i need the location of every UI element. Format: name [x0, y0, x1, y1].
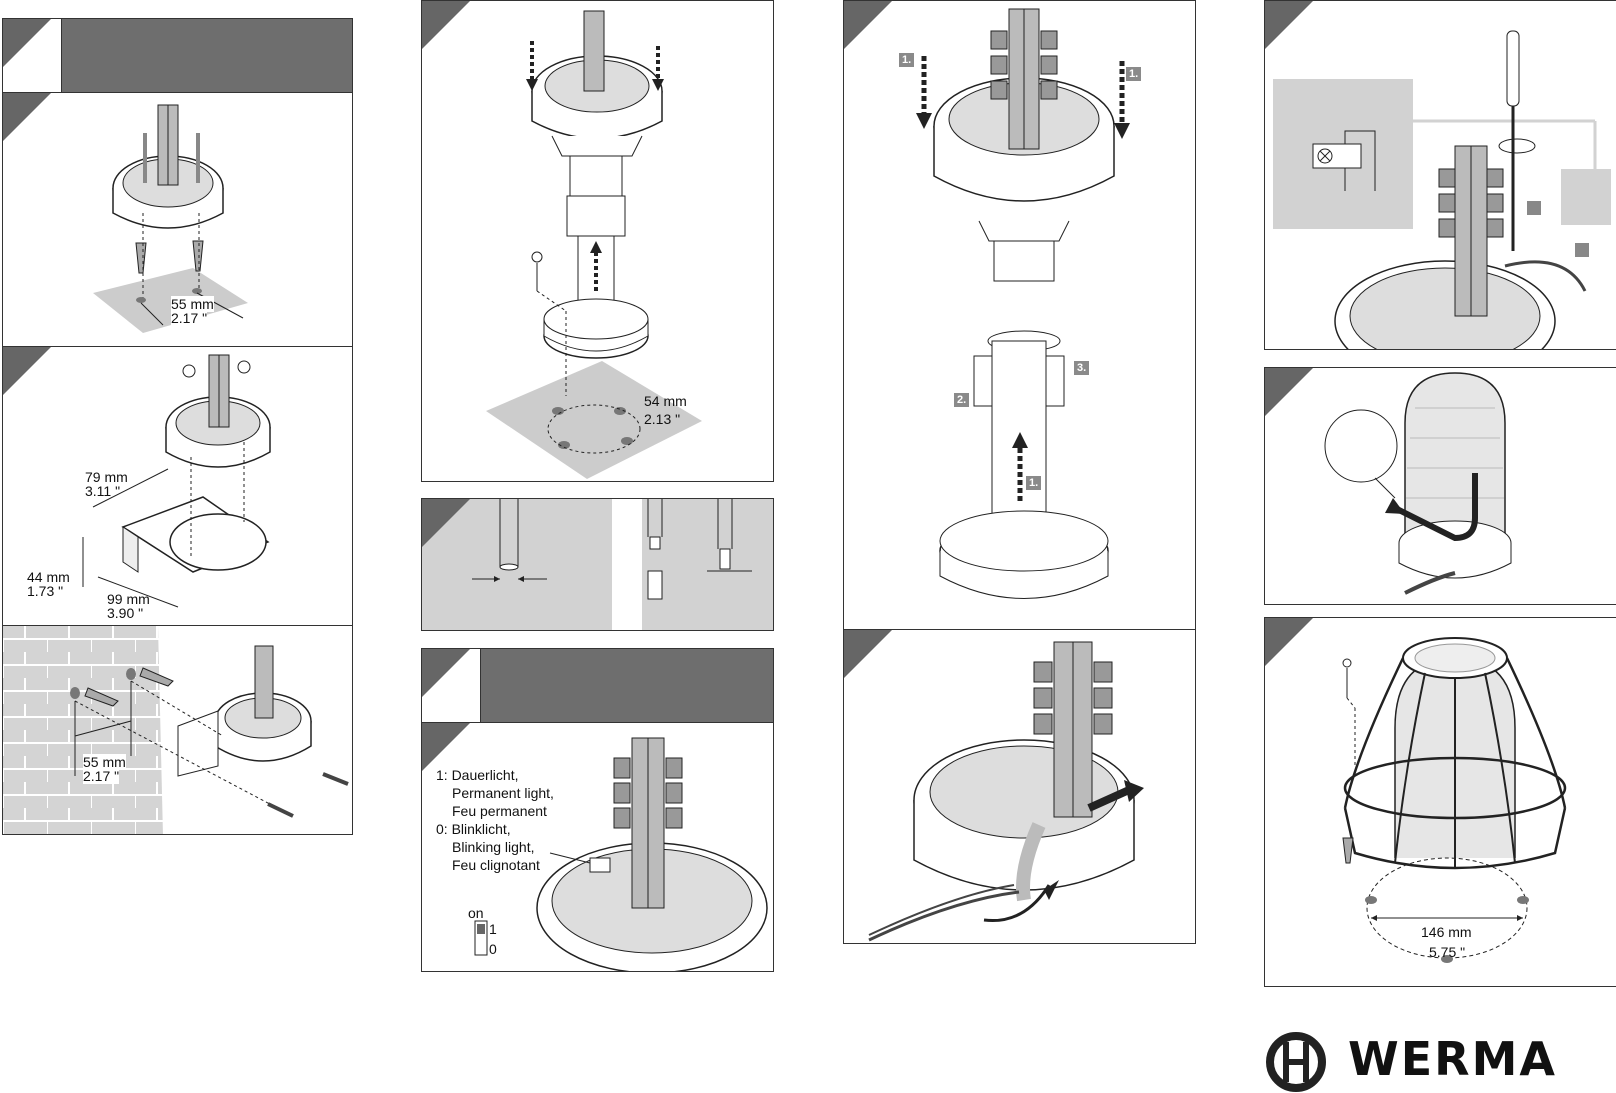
dim-spacing-in: 2.17 " — [171, 310, 208, 326]
step-panel-base-mount: 55 mm 2.17 " — [2, 92, 353, 347]
corner-marker — [422, 723, 470, 771]
corner-marker — [3, 93, 51, 141]
dim-spacing-mm: 55 mm — [171, 296, 214, 312]
dim-spacing-in: 2.13 " — [644, 411, 681, 427]
dome-illustration — [1324, 372, 1512, 595]
step-panel-dome — [1264, 367, 1616, 605]
mode-switch-illustration — [474, 737, 768, 971]
step-panel-tube-assembly: 1. 1. 2. 3. 1. — [843, 0, 1196, 630]
dim-diameter-in: 5.75 " — [1429, 944, 1466, 960]
tube-assembly-illustration — [916, 8, 1130, 599]
step-number-1b: 1. — [1126, 67, 1142, 81]
corner-marker — [1265, 1, 1313, 49]
corner-marker — [3, 19, 51, 67]
guard-illustration — [1342, 637, 1567, 963]
wiring-illustration — [1312, 30, 1597, 349]
dim-height-mm: 44 mm — [27, 569, 70, 585]
mode-1-en: Permanent light, — [452, 785, 554, 801]
step-panel-tube-mount: 54 mm 2.13 " — [421, 0, 774, 482]
wire-prep-illustration — [472, 499, 752, 600]
wall-mount-illustration — [3, 626, 349, 834]
step-panel-wiring — [1264, 0, 1616, 350]
corner-marker — [3, 347, 51, 395]
corner-marker — [422, 649, 470, 697]
step-panel-cable-entry — [843, 629, 1196, 944]
step-number-1c: 1. — [1026, 476, 1042, 490]
dim-width-mm: 79 mm — [85, 469, 128, 485]
dim-depth-in: 3.90 " — [107, 605, 144, 621]
header-panel-1 — [2, 18, 353, 93]
dim-spacing-mm: 55 mm — [83, 754, 126, 770]
base-mount-illustration — [93, 104, 248, 333]
switch-0-label: 0 — [489, 941, 497, 957]
terminal-box — [1561, 169, 1611, 225]
mode-0-en: Blinking light, — [452, 839, 535, 855]
mode-0-fr: Feu clignotant — [452, 857, 540, 873]
marker-box-a — [1527, 201, 1541, 215]
divider — [612, 499, 642, 630]
dim-spacing-in: 2.17 " — [83, 768, 120, 784]
marker-box-b — [1575, 243, 1589, 257]
corner-marker — [844, 1, 892, 49]
switch-1-label: 1 — [489, 921, 497, 937]
mode-1-fr: Feu permanent — [452, 803, 547, 819]
mode-0-de: 0: Blinklicht, — [436, 821, 511, 837]
step-number-1a: 1. — [899, 53, 915, 67]
dim-width-in: 3.11 " — [85, 483, 121, 499]
header-bar — [3, 19, 352, 92]
step-number-2: 2. — [954, 393, 970, 407]
dim-depth-mm: 99 mm — [107, 591, 150, 607]
mode-1-de: 1: Dauerlicht, — [436, 767, 519, 783]
dim-spacing-mm: 54 mm — [644, 393, 687, 409]
step-panel-guard: 146 mm 5.75 " — [1264, 617, 1616, 987]
bracket-illustration — [82, 354, 271, 608]
corner-marker — [1265, 618, 1313, 666]
werma-logo — [1266, 1032, 1326, 1092]
dim-height-in: 1.73 " — [27, 583, 64, 599]
step-panel-bracket: 79 mm 3.11 " 44 mm 1.73 " 99 mm 3.90 " — [2, 346, 353, 626]
corner-marker — [1265, 368, 1313, 416]
corner-marker — [422, 1, 470, 49]
cable-entry-illustration — [868, 641, 1144, 942]
step-number-3: 3. — [1074, 361, 1090, 375]
tube-mount-illustration — [486, 10, 702, 479]
corner-marker — [844, 630, 892, 678]
brand-name: WERMA — [1348, 1032, 1557, 1086]
step-panel-mode-switch: 1: Dauerlicht, Permanent light, Feu perm… — [421, 722, 774, 972]
corner-marker — [422, 499, 470, 547]
step-panel-wire-prep — [421, 498, 774, 631]
dim-diameter-mm: 146 mm — [1421, 924, 1472, 940]
header-bar — [422, 649, 773, 722]
switch-on-label: on — [468, 905, 484, 921]
step-panel-wall-mount: 55 mm 2.17 " — [2, 625, 353, 835]
header-panel-2 — [421, 648, 774, 723]
